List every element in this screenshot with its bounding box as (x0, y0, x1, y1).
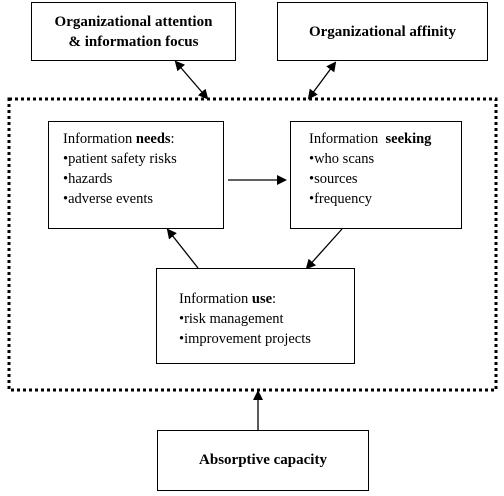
dotted-boundary (7, 97, 498, 392)
use-title: Information use: (179, 291, 277, 307)
absorptive-capacity-box: Absorptive capacity (157, 430, 369, 491)
needs-title: Information needs: (63, 131, 175, 147)
list-item: risk management (179, 309, 354, 329)
affinity-box: Organizational affinity (277, 2, 488, 61)
list-item: who scans (309, 149, 461, 169)
affinity-label: Organizational affinity (308, 23, 457, 40)
seeking-box: Information seeking who scans sources fr… (290, 121, 462, 229)
arrow-affinity-boundary (307, 61, 337, 100)
use-list: risk management improvement projects (179, 309, 354, 349)
seeking-list: who scans sources frequency (309, 149, 461, 209)
attention-box: Organizational attention & information f… (31, 2, 236, 61)
use-box: Information use: risk management improve… (156, 268, 355, 364)
list-item: patient safety risks (63, 149, 223, 169)
arrow-attention-boundary (174, 60, 209, 100)
list-item: improvement projects (179, 329, 354, 349)
list-item: adverse events (63, 189, 223, 209)
list-item: hazards (63, 169, 223, 189)
attention-line2: & information focus (68, 33, 199, 50)
list-item: frequency (309, 189, 461, 209)
needs-list: patient safety risks hazards adverse eve… (63, 149, 223, 209)
needs-box: Information needs: patient safety risks … (48, 121, 224, 229)
arrow-use-to-needs (166, 228, 199, 269)
attention-line1: Organizational attention (54, 13, 213, 30)
arrow-seeking-to-use (305, 228, 343, 270)
absorptive-capacity-label: Absorptive capacity (199, 452, 327, 468)
list-item: sources (309, 169, 461, 189)
seeking-title: Information seeking (309, 131, 432, 147)
